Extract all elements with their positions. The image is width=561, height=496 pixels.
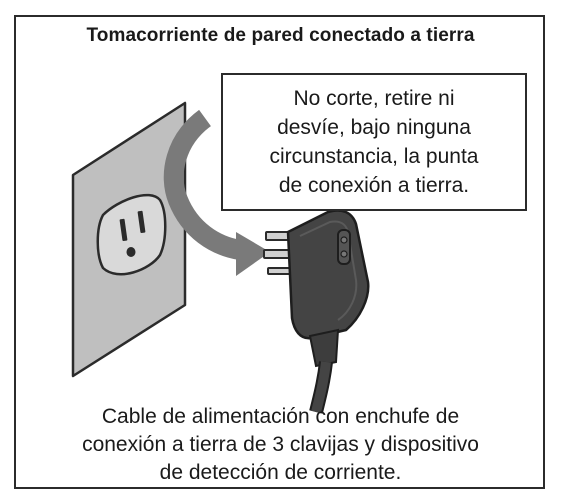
diagram-title: Tomacorriente de pared conectado a tierr… <box>86 25 475 46</box>
warning-callout-text: No corte, retire ni desvíe, bajo ninguna… <box>269 87 479 197</box>
grounded-plug-icon <box>263 209 370 414</box>
curved-arrow-icon <box>163 109 270 276</box>
wall-outlet-icon <box>71 101 187 378</box>
diagram-caption: Cable de alimentación con enchufe de con… <box>82 405 479 484</box>
warning-callout: No corte, retire ni desvíe, bajo ninguna… <box>221 73 527 211</box>
